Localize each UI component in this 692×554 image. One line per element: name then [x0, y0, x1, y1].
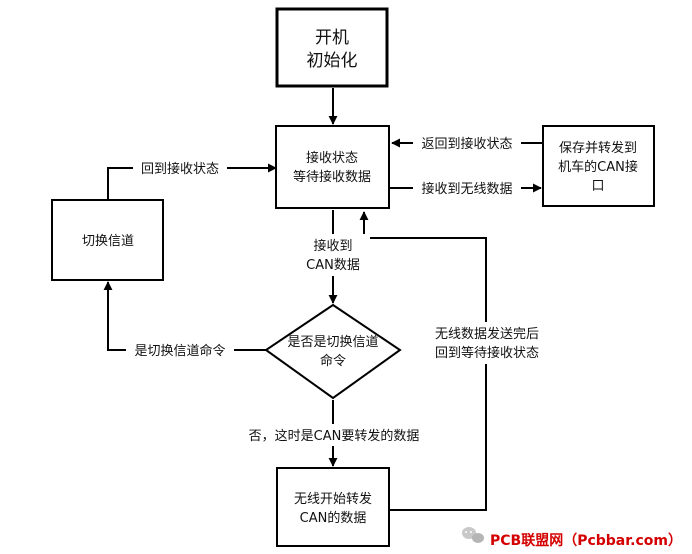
node-switch: 切换信道	[51, 199, 164, 281]
label-recv-wireless: 接收到无线数据	[421, 181, 512, 197]
node-switch-line1: 切换信道	[82, 234, 134, 249]
watermark: PCB联盟网（Pcbbar.com）	[462, 527, 682, 549]
label-back-to-recv-left: 回到接收状态	[141, 161, 219, 177]
node-wait-line2: 等待接收数据	[293, 169, 371, 185]
node-decision: 是否是切换信道 命令	[264, 303, 402, 400]
watermark-text: PCB联盟网（Pcbbar.com）	[490, 533, 682, 549]
node-save-line3: 口	[591, 179, 604, 194]
node-save-line1: 保存并转发到	[559, 140, 637, 156]
label-bg-no-forward	[232, 424, 436, 446]
node-wireless-line1: 无线开始转发	[294, 491, 372, 507]
node-wireless-line2: CAN的数据	[300, 510, 367, 526]
label-bg-recv-can	[296, 234, 370, 276]
label-is-switch-cmd: 是切换信道命令	[134, 343, 225, 359]
wechat-icon	[462, 527, 484, 543]
label-no-forward: 否，这时是CAN要转发的数据	[249, 428, 420, 444]
label-back-to-recv-top: 返回到接收状态	[421, 136, 512, 152]
arrow-wireless-to-wait	[359, 211, 487, 511]
node-save-line2: 机车的CAN接	[558, 159, 638, 175]
label-after-send-1: 无线数据发送完后	[435, 326, 539, 342]
node-decision-line2: 命令	[320, 353, 346, 369]
label-recv-can-1: 接收到	[313, 238, 352, 254]
node-wait-line1: 接收状态	[306, 150, 358, 166]
label-bg-back-top	[413, 132, 521, 154]
node-start-line2: 初始化	[307, 51, 358, 71]
label-recv-can-2: CAN数据	[306, 258, 360, 273]
label-bg-back-left	[133, 157, 227, 179]
node-start: 开机 初始化	[275, 7, 389, 88]
label-after-send-2: 回到等待接收状态	[435, 345, 539, 361]
node-save: 保存并转发到 机车的CAN接 口	[542, 125, 655, 207]
node-wireless: 无线开始转发 CAN的数据	[276, 467, 390, 547]
label-bg-is-switch	[126, 339, 234, 361]
node-wait: 接收状态 等待接收数据	[275, 125, 390, 209]
node-decision-line1: 是否是切换信道	[287, 335, 378, 350]
label-bg-recv-wireless	[413, 177, 521, 199]
label-bg-after-send	[424, 322, 550, 364]
node-start-line1: 开机	[315, 28, 349, 48]
